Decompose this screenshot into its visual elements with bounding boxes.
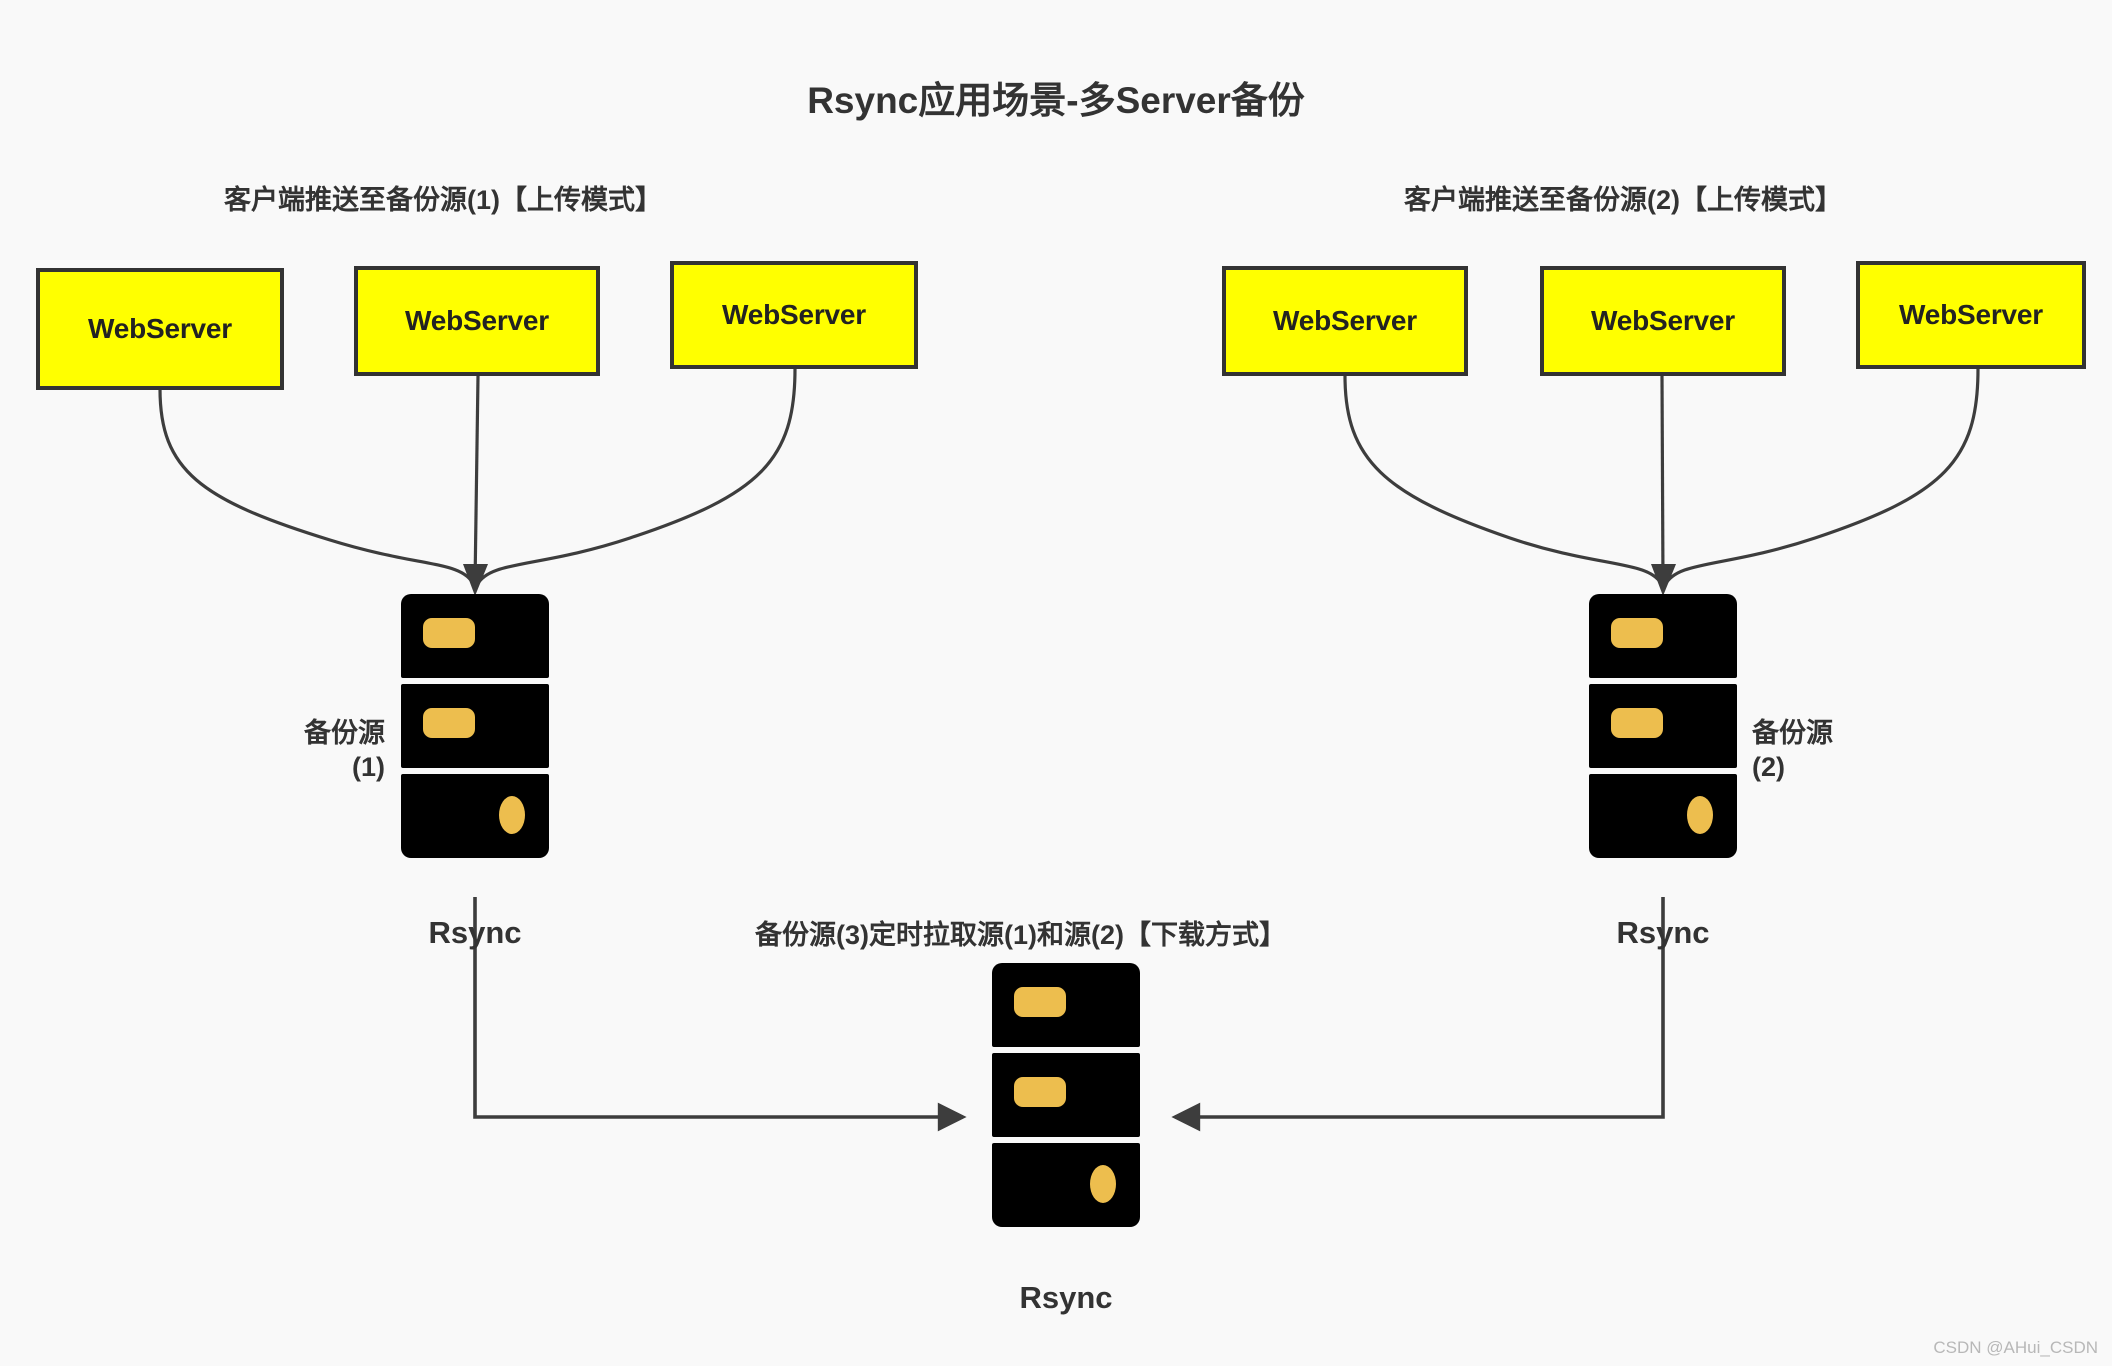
backup-source-1-label: 备份源 (1) [304, 718, 385, 782]
watermark: CSDN @AHui_CSDN [1933, 1338, 2098, 1357]
webserver-label: WebServer [1273, 305, 1417, 336]
server-panel-middle [992, 1053, 1140, 1137]
rsync-label-right: Rsync [1616, 915, 1710, 950]
server-panel-bottom [401, 774, 549, 858]
server-led-bar-icon [1014, 987, 1066, 1017]
server-led-dot-icon [1687, 796, 1713, 834]
webserver-label: WebServer [722, 299, 866, 330]
rsync-label-center: Rsync [1019, 1280, 1113, 1315]
server-led-bar-icon [1611, 708, 1663, 738]
server-led-bar-icon [423, 708, 475, 738]
webserver-box-left-1[interactable]: WebServer [36, 268, 284, 390]
server-led-dot-icon [1090, 1165, 1116, 1203]
server-panel-top [1589, 594, 1737, 678]
page-title: Rsync应用场景-多Server备份 [807, 80, 1305, 121]
left-upload-arrows [158, 368, 797, 596]
server-panel-middle [1589, 684, 1737, 768]
server-backup-source-3[interactable] [992, 963, 1140, 1227]
webserver-label: WebServer [1591, 305, 1735, 336]
webserver-label: WebServer [405, 305, 549, 336]
webserver-box-right-2[interactable]: WebServer [1540, 266, 1786, 376]
server-panel-bottom [992, 1143, 1140, 1227]
server-panel-middle [401, 684, 549, 768]
backup-source-2-label: 备份源 (2) [1752, 718, 1833, 782]
server-led-bar-icon [1611, 618, 1663, 648]
server-panel-top [401, 594, 549, 678]
webserver-label: WebServer [1899, 299, 2043, 330]
webserver-label: WebServer [88, 313, 232, 344]
left-section-heading: 客户端推送至备份源(1)【上传模式】 [224, 185, 662, 215]
webserver-box-right-3[interactable]: WebServer [1856, 261, 2086, 369]
right-upload-arrows [1343, 368, 1980, 596]
server-backup-source-2[interactable] [1589, 594, 1737, 858]
server-led-bar-icon [1014, 1077, 1066, 1107]
server-panel-top [992, 963, 1140, 1047]
rsync-label-left: Rsync [428, 915, 522, 950]
server-panel-bottom [1589, 774, 1737, 858]
right-section-heading: 客户端推送至备份源(2)【上传模式】 [1404, 185, 1842, 215]
server-led-dot-icon [499, 796, 525, 834]
webserver-box-left-2[interactable]: WebServer [354, 266, 600, 376]
center-section-heading: 备份源(3)定时拉取源(1)和源(2)【下载方式】 [755, 920, 1286, 950]
webserver-box-left-3[interactable]: WebServer [670, 261, 918, 369]
webserver-box-right-1[interactable]: WebServer [1222, 266, 1468, 376]
server-led-bar-icon [423, 618, 475, 648]
server-backup-source-1[interactable] [401, 594, 549, 858]
